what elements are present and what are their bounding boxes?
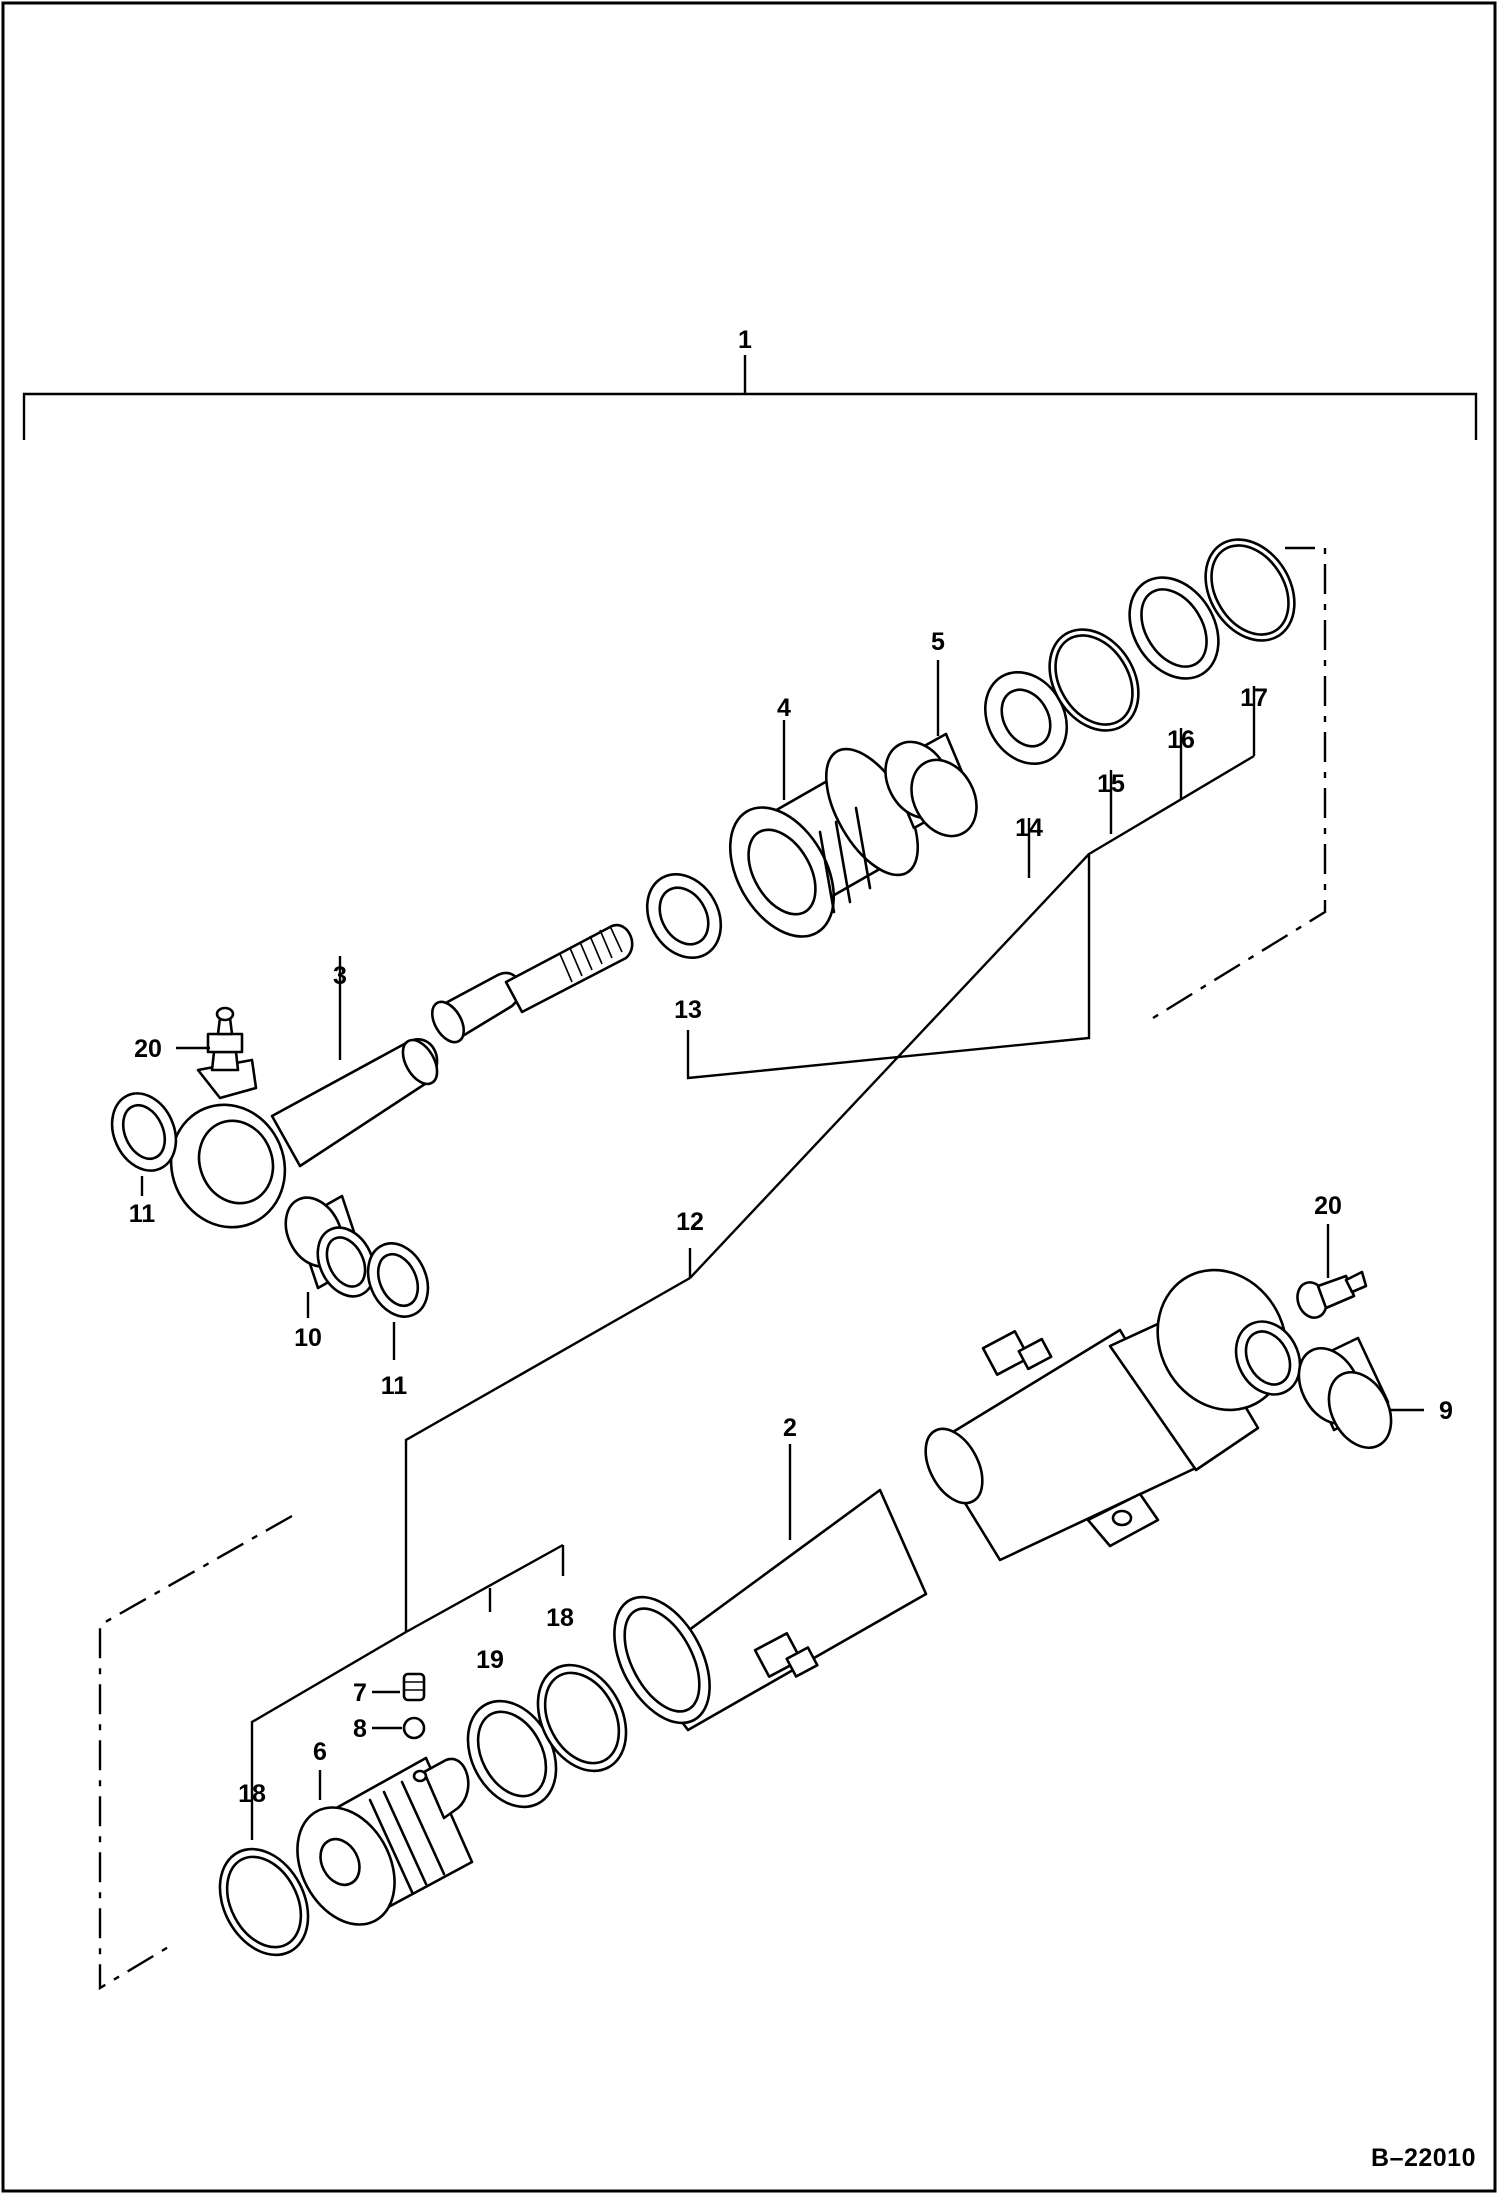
ring-18-right: [536, 1663, 628, 1773]
label-9: 9: [1439, 1397, 1453, 1425]
label-19: 19: [476, 1646, 504, 1674]
callout-leaders: [140, 660, 1424, 1800]
upper-dashdot-bracket: [1152, 546, 1327, 1020]
label-20-left: 20: [134, 1035, 162, 1063]
rod-assembly: [169, 923, 634, 1229]
grease-fitting-left: [206, 1006, 244, 1072]
label-16: 16: [1167, 726, 1195, 754]
label-6: 6: [313, 1738, 327, 1766]
seal-14: [983, 670, 1069, 766]
label-8: 8: [353, 1715, 367, 1743]
bushing-9: [1297, 1336, 1393, 1449]
grease-fitting-right: [1296, 1270, 1368, 1319]
label-7: 7: [353, 1679, 367, 1707]
oring-15: [1048, 628, 1140, 732]
lower-dashdot-bracket: [98, 1514, 293, 1991]
label-1: 1: [738, 326, 752, 354]
setscrew-7: [402, 1672, 426, 1702]
label-11-left: 11: [129, 1200, 156, 1228]
piston-6: [296, 1756, 474, 1926]
assembly-bracket: [22, 355, 1478, 440]
seal-13: [645, 872, 723, 960]
label-3: 3: [333, 962, 347, 990]
barrel-2: [613, 1268, 1302, 1732]
washer-11-left: [110, 1092, 178, 1172]
oring-17: [1204, 538, 1296, 642]
label-18-left: 18: [238, 1780, 266, 1808]
ball-8: [402, 1716, 426, 1740]
gland-4: [728, 747, 920, 938]
label-10: 10: [294, 1324, 322, 1352]
label-11-right: 11: [381, 1372, 408, 1400]
ring-16: [1128, 576, 1220, 680]
bushing-5: [884, 732, 978, 838]
washer-11-right: [366, 1242, 430, 1318]
seal-kit-leaders: [250, 686, 1256, 1840]
label-13: 13: [674, 996, 702, 1024]
ring-19: [466, 1699, 558, 1809]
drawing-code: B–22010: [1371, 2144, 1476, 2172]
label-14: 14: [1015, 814, 1043, 842]
label-20-right: 20: [1314, 1192, 1342, 1220]
bushing-10: [284, 1194, 376, 1298]
label-15: 15: [1097, 770, 1125, 798]
label-2: 2: [783, 1414, 797, 1442]
label-17: 17: [1240, 684, 1268, 712]
label-4: 4: [777, 694, 791, 722]
ring-18-left: [218, 1847, 310, 1957]
label-5: 5: [931, 628, 945, 656]
label-18-right: 18: [546, 1604, 574, 1632]
label-12: 12: [676, 1208, 704, 1236]
